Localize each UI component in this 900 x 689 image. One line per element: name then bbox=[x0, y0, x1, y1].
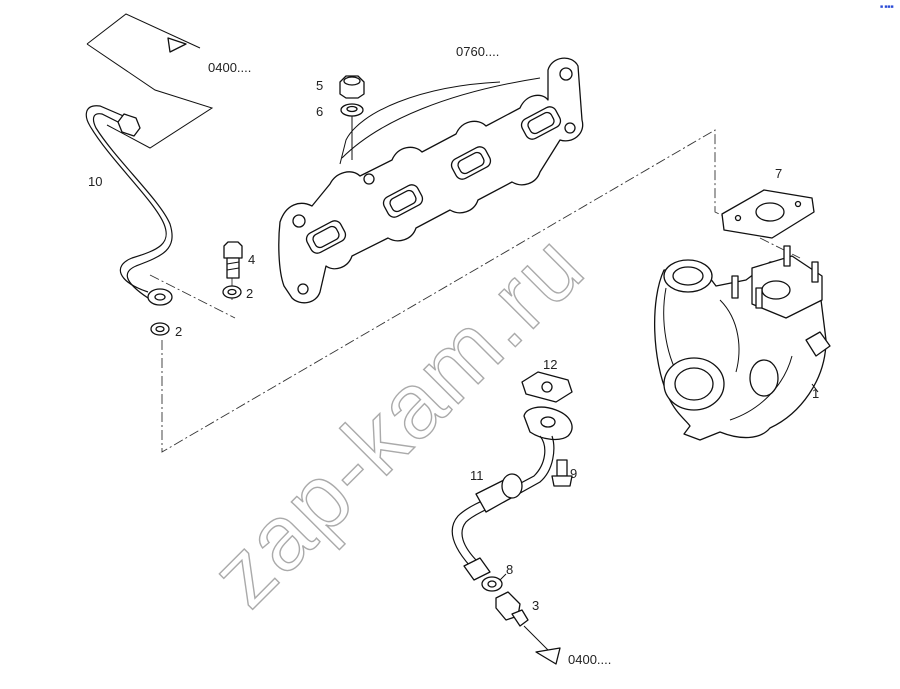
drain-gasket bbox=[521, 371, 573, 403]
drain-washer bbox=[481, 576, 503, 592]
callout-10: 10 bbox=[88, 174, 102, 189]
sealing-washer-upper bbox=[222, 285, 242, 299]
washer bbox=[340, 103, 364, 117]
callout-12: 12 bbox=[543, 357, 557, 372]
bolt bbox=[223, 241, 243, 279]
exhaust-manifold bbox=[278, 57, 584, 304]
sealing-washer-lower bbox=[150, 322, 170, 336]
oil-feed-pipe bbox=[85, 105, 173, 306]
turbocharger bbox=[654, 245, 831, 441]
turbo-gasket bbox=[721, 189, 815, 239]
nut bbox=[339, 75, 365, 99]
callout-11: 11 bbox=[470, 468, 484, 483]
callout-7: 8 bbox=[506, 562, 513, 577]
callout-3: 4 bbox=[248, 252, 255, 267]
reference-arrow-top bbox=[86, 13, 214, 149]
reference-label-top: 0400.... bbox=[208, 60, 251, 75]
drain-adapter bbox=[495, 591, 529, 627]
reference-label-manifold: 0760.... bbox=[456, 44, 499, 59]
callout-9: 9 bbox=[570, 466, 577, 481]
callout-2-upper: 2 bbox=[246, 286, 253, 301]
reference-label-bottom: 0400.... bbox=[568, 652, 611, 667]
callout-5: 6 bbox=[316, 104, 323, 119]
callout-6: 7 bbox=[775, 166, 782, 181]
reference-arrow-bottom bbox=[523, 625, 561, 665]
corner-mark: ■ ■■■ bbox=[880, 4, 893, 10]
callout-8: 3 bbox=[532, 598, 539, 613]
callout-4: 5 bbox=[316, 78, 323, 93]
oil-drain-pipe bbox=[451, 406, 573, 581]
callout-2-lower: 2 bbox=[175, 324, 182, 339]
flange-bolt bbox=[551, 459, 573, 487]
callout-1: 1 bbox=[812, 386, 819, 401]
